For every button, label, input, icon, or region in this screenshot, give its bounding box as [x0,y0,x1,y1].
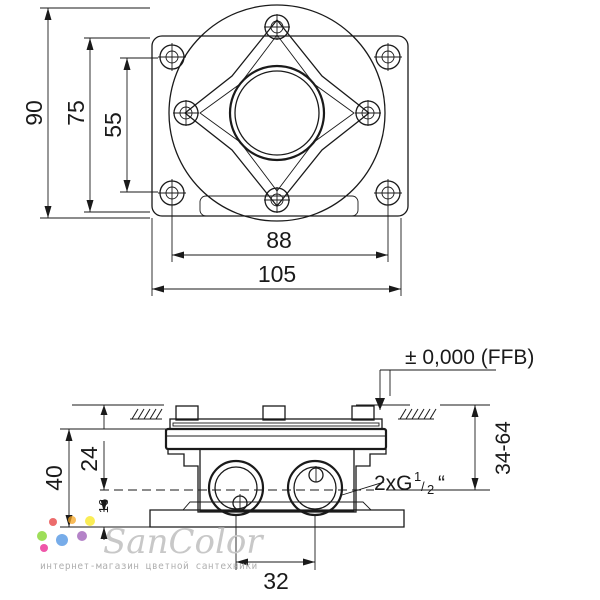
dim-40-label: 40 [41,465,67,491]
dim-55-label: 55 [100,112,126,138]
dim-16-label: 16 [96,499,111,513]
thread-label: 2xG 1 / 2 “ [374,469,445,497]
floor-hatch-left [130,408,163,420]
logo-dot [85,516,95,526]
outlet-ports [207,459,344,517]
svg-text:/: / [421,479,425,494]
dim-90-label: 90 [21,100,47,126]
dim-88-label: 88 [266,227,292,253]
ffb-label: ± 0,000 (FFB) [405,346,534,369]
dim-75-label: 75 [63,100,89,126]
thread-suffix: “ [438,472,445,495]
side-view: ± 0,000 (FFB) [41,346,534,594]
logo-dot [56,534,68,546]
thread-denominator: 2 [427,482,434,497]
top-screws [175,405,375,421]
base-flange [149,509,405,528]
corner-holes [158,43,402,207]
flange-screws [173,14,381,213]
star-flange [183,18,371,208]
sancolor-watermark: SanColor интернет-магазин цветной сантех… [37,516,264,572]
floor-hatch-right [398,408,437,420]
left-dimensions [60,404,168,540]
thread-prefix: 2xG [374,472,413,495]
central-hub [228,64,326,162]
valve-body [167,448,387,513]
ffb-marker [356,369,496,410]
dim-105-label: 105 [258,261,296,287]
horizontal-dimensions [151,206,402,296]
thread-numerator: 1 [414,469,421,484]
right-dimension [386,404,490,491]
vertical-dimensions [40,7,158,219]
logo-dots [37,516,95,552]
dim-34-64-label: 34-64 [492,421,515,475]
logo-dot [68,516,76,524]
bottom-dimension [235,515,316,570]
top-view: 90 75 55 88 105 [21,4,409,296]
watermark-brand: SanColor [103,522,264,562]
logo-dot [40,544,48,552]
logo-dot [37,531,47,541]
dim-24-label: 24 [76,446,102,472]
logo-dot [77,531,87,541]
dim-32-label: 32 [263,568,289,594]
logo-dot [49,518,57,526]
watermark-tagline: интернет-магазин цветной сантехники [40,561,258,572]
housing-circle [168,4,386,222]
